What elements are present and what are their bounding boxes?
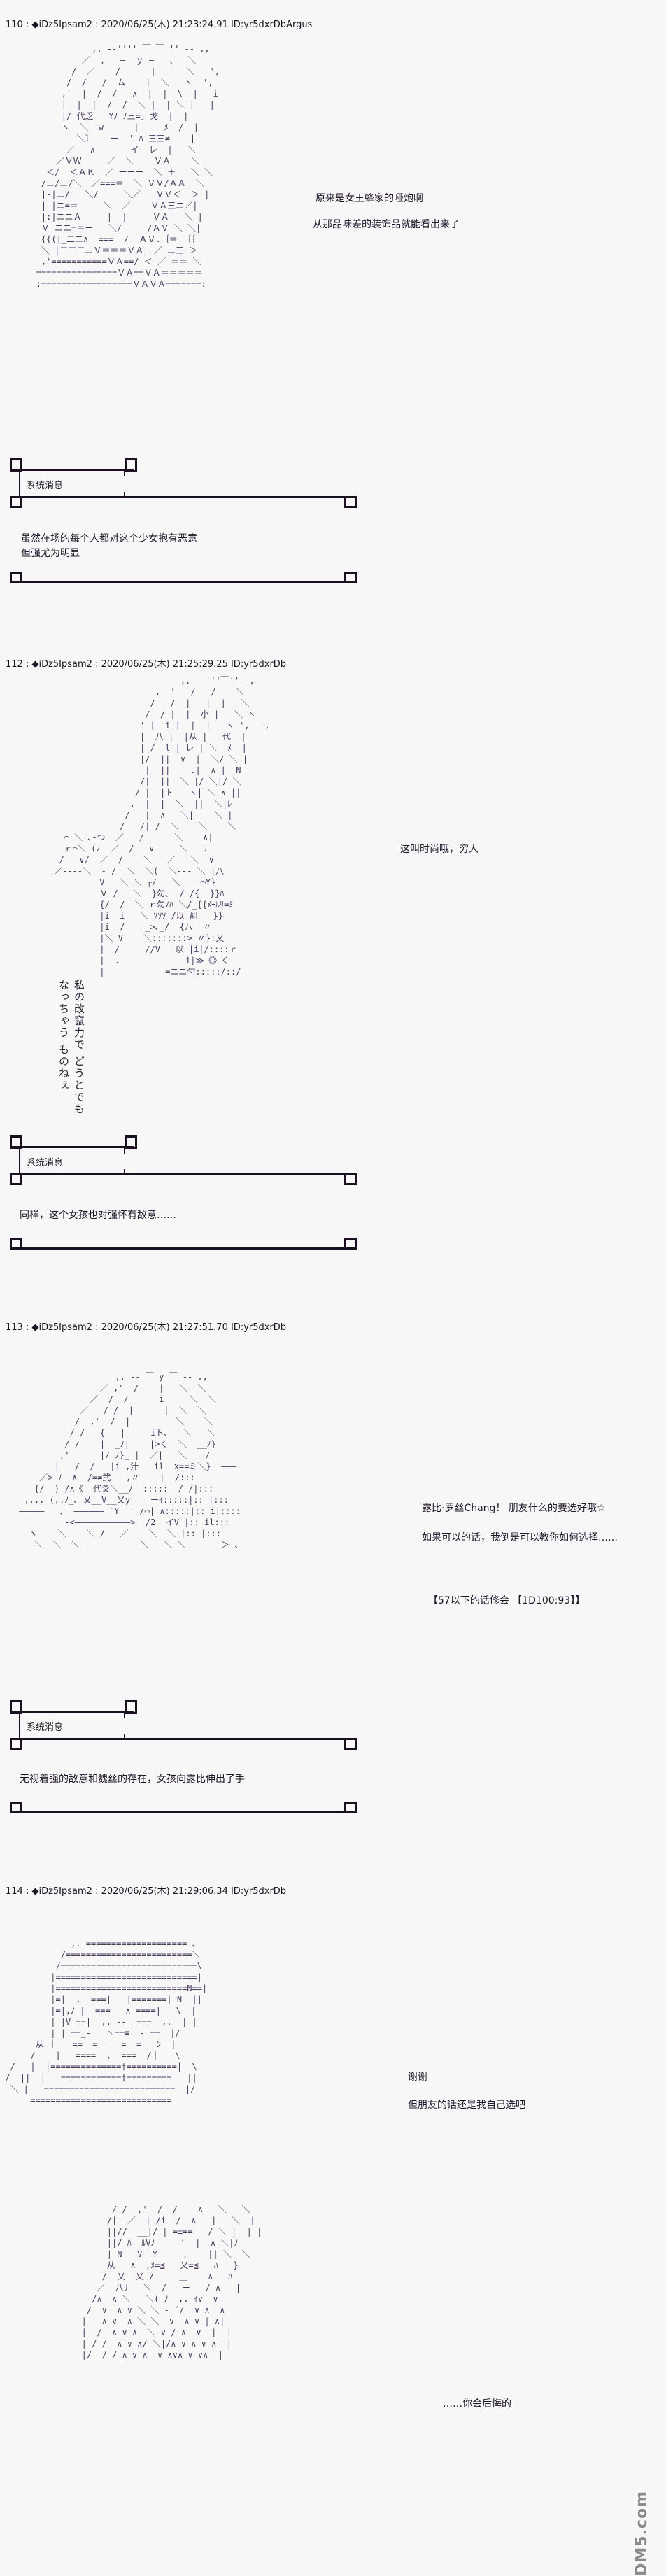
dice-roll-result: 【57以下的话修会 【1D100:93】】 xyxy=(428,1595,586,1606)
frame-line xyxy=(10,1711,134,1713)
frame-corner xyxy=(344,572,357,583)
frame-line xyxy=(10,1738,355,1740)
frame-corner xyxy=(344,1802,357,1813)
narration-line: 无视着强的敌意和魏丝的存在，女孩向露比伸出了手 xyxy=(20,1774,245,1785)
frame-corner xyxy=(344,1238,357,1250)
ascii-art: ,. -‐'''￣''‐-, , ' / / ＼ / / | | | ＼ / /… xyxy=(54,676,270,977)
frame-corner xyxy=(125,458,137,472)
narration-line: 同样，这个女孩也对强怀有敌意…… xyxy=(20,1210,176,1221)
dialogue-line: 这叫时尚哦，穷人 xyxy=(400,844,479,855)
system-message-box: 系统消息 无视着强的敌意和魏丝的存在，女孩向露比伸出了手 xyxy=(0,1700,364,1830)
post-header: 113 : ◆iDz5Ipsam2 : 2020/06/25(木) 21:27:… xyxy=(6,1322,287,1333)
speech-line: 私の改竄力で xyxy=(73,979,85,1051)
narration-line: 虽然在场的每个人都对这个少女抱有恶意 xyxy=(21,533,197,544)
system-label: 系统消息 xyxy=(27,1722,64,1733)
system-label: 系统消息 xyxy=(27,1158,64,1168)
frame-corner xyxy=(10,1238,22,1250)
frame-line xyxy=(124,471,125,476)
post-header: 114 : ◆iDz5Ipsam2 : 2020/06/25(木) 21:29:… xyxy=(6,1886,287,1897)
dialogue-line: 露比·罗丝Chang！ 朋友什么的要选好哦☆ xyxy=(422,1503,606,1514)
ascii-art: ,. -‐'''' ￣ ￣ '' ‐- ., ／ , ― ｙ ― 、 ＼ / ／… xyxy=(36,44,220,289)
frame-corner xyxy=(10,1135,22,1149)
frame-line xyxy=(10,1247,355,1250)
watermark-logo: DM5.com xyxy=(633,2491,651,2576)
frame-corner xyxy=(10,1802,22,1813)
frame-corner xyxy=(10,1173,22,1185)
ascii-art: / / ,' / / ∧ ＼ ＼ /| ／ | /i / ∧ | ＼ | ||/… xyxy=(81,2205,262,2360)
narration-line: 但强尤为明显 xyxy=(21,548,80,559)
frame-line xyxy=(124,1713,125,1718)
frame-corner xyxy=(10,1700,22,1714)
speech-line: ものねぇ xyxy=(57,1043,70,1091)
frame-line xyxy=(124,1148,125,1154)
system-label: 系统消息 xyxy=(27,481,64,491)
frame-corner xyxy=(344,1173,357,1185)
frame-corner xyxy=(10,572,22,583)
frame-line xyxy=(19,471,20,496)
frame-line xyxy=(124,492,125,496)
frame-corner xyxy=(344,496,357,508)
system-message-box: 系统消息 同样，这个女孩也对强怀有敌意…… xyxy=(0,1135,364,1265)
frame-corner xyxy=(10,458,22,472)
dialogue-line: 从那品味差的装饰品就能看出来了 xyxy=(313,219,460,230)
dialogue-line: 谢谢 xyxy=(408,2072,427,2083)
frame-line xyxy=(10,1173,355,1175)
frame-corner xyxy=(10,496,22,508)
frame-corner xyxy=(344,1738,357,1750)
vertical-speech: 私の改竄力で どうとでもなっちゃう ものねぇ xyxy=(56,979,87,1119)
post-header: 112 : ◆iDz5Ipsam2 : 2020/06/25(木) 21:25:… xyxy=(6,659,287,670)
frame-line xyxy=(10,581,355,583)
frame-line xyxy=(10,1146,134,1148)
frame-line xyxy=(10,1811,355,1813)
dialogue-line: 但朋友的话还是我自己选吧 xyxy=(408,2100,525,2111)
frame-line xyxy=(19,1148,20,1173)
frame-line xyxy=(124,1734,125,1738)
dialogue-line: ……你会后悔的 xyxy=(443,2398,511,2409)
frame-corner xyxy=(125,1700,137,1714)
post-header: 110 : ◆iDz5Ipsam2 : 2020/06/25(木) 21:23:… xyxy=(6,20,313,30)
ascii-art: ,. -‐ ￣ y ￣ ‐- ., ／ ,' / | ＼ ＼ ／ / / i ＼… xyxy=(19,1372,243,1550)
frame-corner xyxy=(10,1738,22,1750)
dialogue-line: 如果可以的话，我倒是可以教你如何选择…… xyxy=(422,1532,618,1543)
speech-line: どうとでもなっちゃう xyxy=(57,979,85,1115)
frame-corner xyxy=(125,1135,137,1149)
frame-line xyxy=(10,469,134,471)
frame-line xyxy=(124,1169,125,1173)
dialogue-line: 原来是女王蜂家的哑炮啊 xyxy=(316,193,423,204)
system-message-box: 系统消息 虽然在场的每个人都对这个少女抱有恶意 但强尤为明显 xyxy=(0,458,364,588)
frame-line xyxy=(10,496,355,498)
ascii-art: ,. ==================== 、 /=============… xyxy=(5,1939,208,2105)
frame-line xyxy=(19,1713,20,1738)
